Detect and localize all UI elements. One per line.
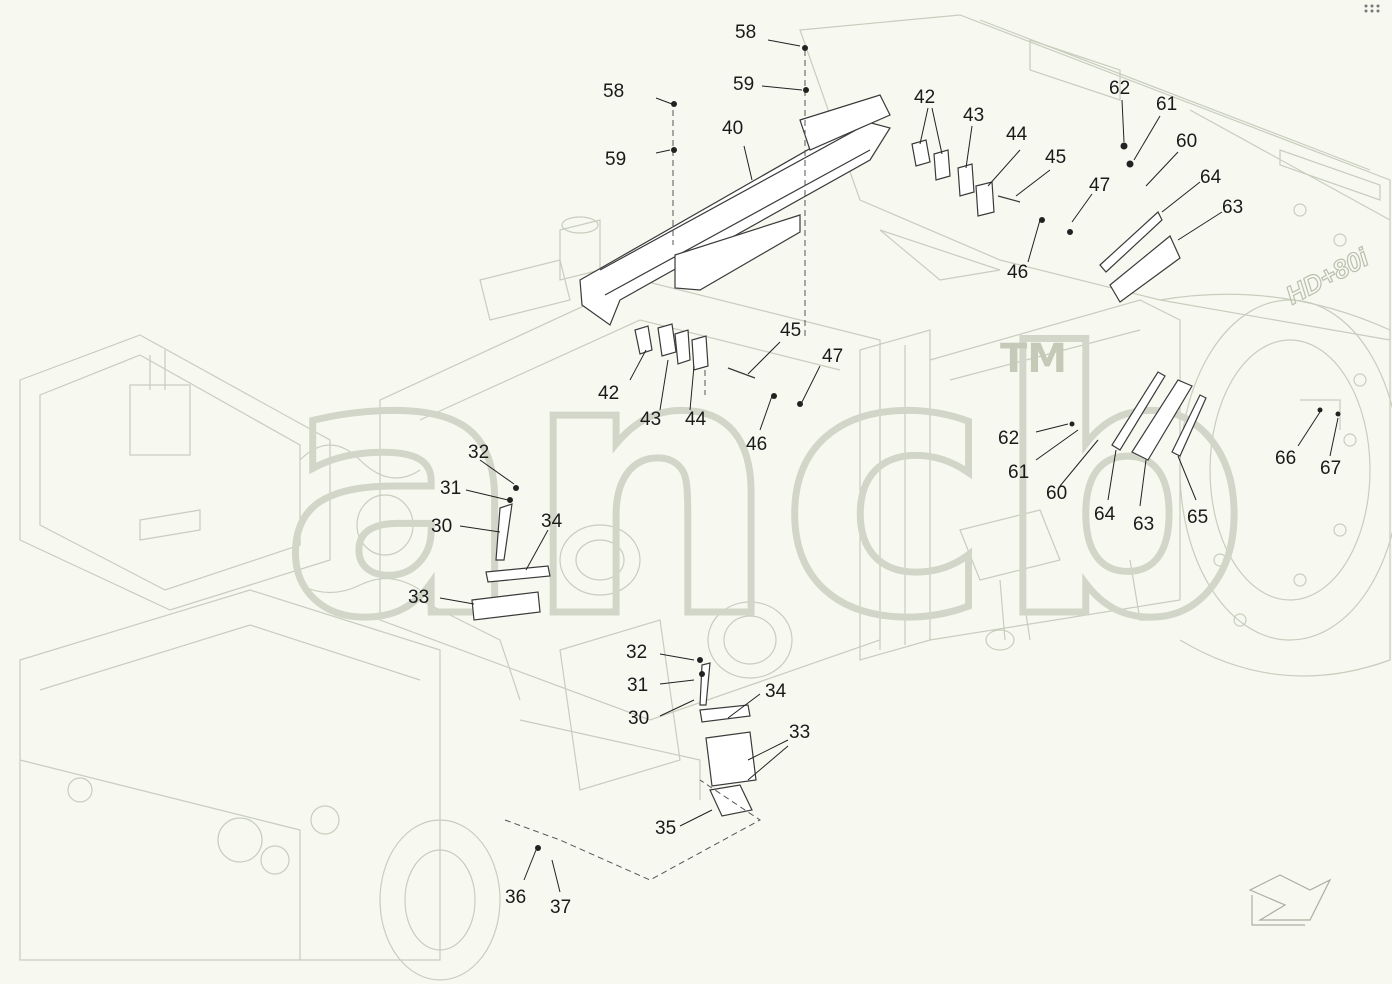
callout-31: 31 [627,675,648,696]
callout-47: 47 [822,346,843,367]
callout-labels: 58 59 58 59 40 42 43 44 45 47 46 62 61 6… [408,22,1341,918]
callout-42: 42 [914,87,935,108]
callout-44: 44 [685,409,707,430]
callout-61: 61 [1008,462,1029,483]
callout-34: 34 [541,511,563,532]
callout-34: 34 [765,681,787,702]
callout-67: 67 [1320,458,1341,479]
callout-40: 40 [722,118,743,139]
part-cluster-42-44-upper [911,139,1021,217]
callout-33: 33 [408,587,429,608]
callout-30: 30 [431,516,452,537]
callout-32: 32 [468,442,489,463]
callout-45: 45 [1045,147,1066,168]
callout-36: 36 [505,887,526,908]
part-cluster-42-44-lower [634,323,756,379]
callout-61: 61 [1156,94,1177,115]
callout-59: 59 [733,74,754,95]
callout-63: 63 [1133,514,1154,535]
watermark: ancb TM [277,275,1254,701]
callout-46: 46 [1007,262,1028,283]
callout-45: 45 [780,320,801,341]
dashed-guides [504,50,806,881]
callout-46: 46 [746,434,767,455]
callout-66: 66 [1275,448,1296,469]
callout-47: 47 [1089,175,1110,196]
callout-60: 60 [1176,131,1197,152]
callout-30: 30 [628,708,649,729]
hardware-fasteners [507,45,1341,851]
callout-37: 37 [550,897,571,918]
leader-lines [439,39,1339,893]
watermark-tm: TM [1000,336,1067,382]
callout-33: 33 [789,722,810,743]
watermark-text: ancb [280,278,1250,697]
corner-mark [1364,4,1380,13]
part-33-34-left [471,503,551,621]
callout-64: 64 [1200,167,1222,188]
callout-58: 58 [603,81,624,102]
part-63-65-lower [1111,371,1207,461]
part-63-64-upper [1099,211,1181,303]
callout-43: 43 [963,105,984,126]
callout-59: 59 [605,149,626,170]
callout-64: 64 [1094,504,1116,525]
callout-62: 62 [998,428,1019,449]
callout-35: 35 [655,818,676,839]
model-badge: HD+80i [1281,242,1374,311]
callout-31: 31 [440,478,461,499]
callout-44: 44 [1006,124,1028,145]
callout-42: 42 [598,383,619,404]
part-40-cover [579,94,891,326]
callout-60: 60 [1046,483,1067,504]
callout-63: 63 [1222,197,1243,218]
callout-43: 43 [640,409,661,430]
exploded-parts [471,94,1207,817]
callout-65: 65 [1187,507,1208,528]
callout-62: 62 [1109,78,1130,99]
callout-32: 32 [626,642,647,663]
callout-58: 58 [735,22,756,43]
